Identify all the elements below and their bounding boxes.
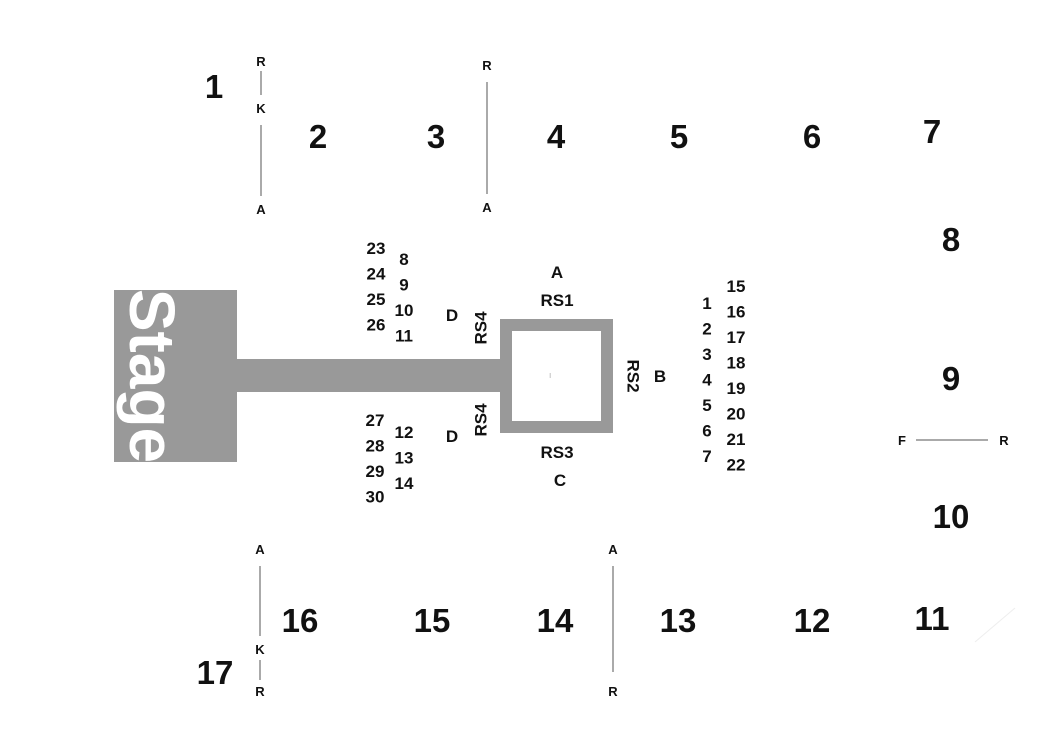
seat-number: 17 — [727, 328, 746, 347]
side-letter-d-top: D — [446, 306, 458, 325]
mark-bottom-mid-a: A — [608, 542, 618, 557]
seat-number: 10 — [395, 301, 414, 320]
seat-number: 3 — [702, 345, 711, 364]
section-number: 8 — [942, 221, 960, 258]
mark-bottom-left-k: K — [255, 642, 265, 657]
stage-block — [114, 290, 237, 462]
mark-top-left-a: A — [256, 202, 266, 217]
seat-number: 21 — [727, 430, 746, 449]
mark-bottom-left-r: R — [255, 684, 265, 699]
seat-number: 25 — [367, 290, 386, 309]
seat-number: 19 — [727, 379, 746, 398]
seat-number: 9 — [399, 276, 408, 295]
section-number: 9 — [942, 360, 960, 397]
mark-top-mid-a: A — [482, 200, 492, 215]
section-number: 10 — [933, 498, 970, 535]
seat-number: 30 — [366, 488, 385, 507]
seat-number: 14 — [395, 474, 414, 493]
seat-number: 23 — [367, 239, 386, 258]
mark-right-side-r: R — [999, 433, 1009, 448]
side-letter-b: B — [654, 367, 666, 386]
side-letter-a: A — [551, 263, 563, 282]
ring-label-rs1: RS1 — [540, 291, 573, 310]
section-number: 17 — [197, 654, 234, 691]
seat-number: 20 — [727, 405, 746, 424]
mark-right-side-f: F — [898, 433, 906, 448]
section-number: 1 — [205, 68, 223, 105]
seat-number: 2 — [702, 320, 711, 339]
ring — [500, 319, 613, 433]
seat-number: 4 — [702, 371, 712, 390]
seat-number: 16 — [727, 303, 746, 322]
seat-number: 18 — [727, 354, 746, 373]
seat-number: 27 — [366, 411, 385, 430]
section-number: 3 — [427, 118, 445, 155]
seat-number: 13 — [395, 449, 414, 468]
seat-number: 28 — [366, 437, 385, 456]
seat-number: 8 — [399, 250, 408, 269]
ring-label-rs2: RS2 — [624, 359, 643, 392]
section-number: 11 — [915, 600, 950, 637]
side-letter-c: C — [554, 471, 566, 490]
mark-top-left-r: R — [256, 54, 266, 69]
section-number: 15 — [414, 602, 451, 639]
seat-number: 29 — [366, 462, 385, 481]
mark-top-mid-r: R — [482, 58, 492, 73]
ring-label-rs4-top: RS4 — [472, 311, 491, 345]
section-number: 16 — [282, 602, 319, 639]
section-number: 5 — [670, 118, 688, 155]
section-number: 6 — [803, 118, 821, 155]
stage-label: Stage — [116, 289, 188, 463]
runway — [236, 359, 502, 392]
seat-number: 15 — [727, 277, 746, 296]
section-number: 12 — [794, 602, 831, 639]
section-number: 4 — [547, 118, 566, 155]
seat-number: 22 — [727, 456, 746, 475]
seat-number: 6 — [702, 422, 711, 441]
ring-center-mark: ı — [549, 370, 552, 380]
seat-number: 24 — [367, 265, 386, 284]
mark-top-left-k: K — [256, 101, 266, 116]
faint-corner-line — [974, 607, 1016, 643]
ring-label-rs4-bottom: RS4 — [472, 403, 491, 437]
section-number: 13 — [660, 602, 697, 639]
seat-number: 11 — [395, 327, 413, 346]
seat-number: 26 — [367, 316, 386, 335]
seat-number: 12 — [395, 423, 414, 442]
mark-bottom-left-a: A — [255, 542, 265, 557]
seat-number: 7 — [702, 447, 711, 466]
mark-bottom-mid-r: R — [608, 684, 618, 699]
ring-label-rs3: RS3 — [540, 443, 573, 462]
section-number: 2 — [309, 118, 327, 155]
side-letter-d-bottom: D — [446, 427, 458, 446]
section-number: 7 — [923, 113, 941, 150]
seat-number: 5 — [702, 396, 711, 415]
section-number: 14 — [537, 602, 574, 639]
seat-number: 1 — [702, 294, 711, 313]
